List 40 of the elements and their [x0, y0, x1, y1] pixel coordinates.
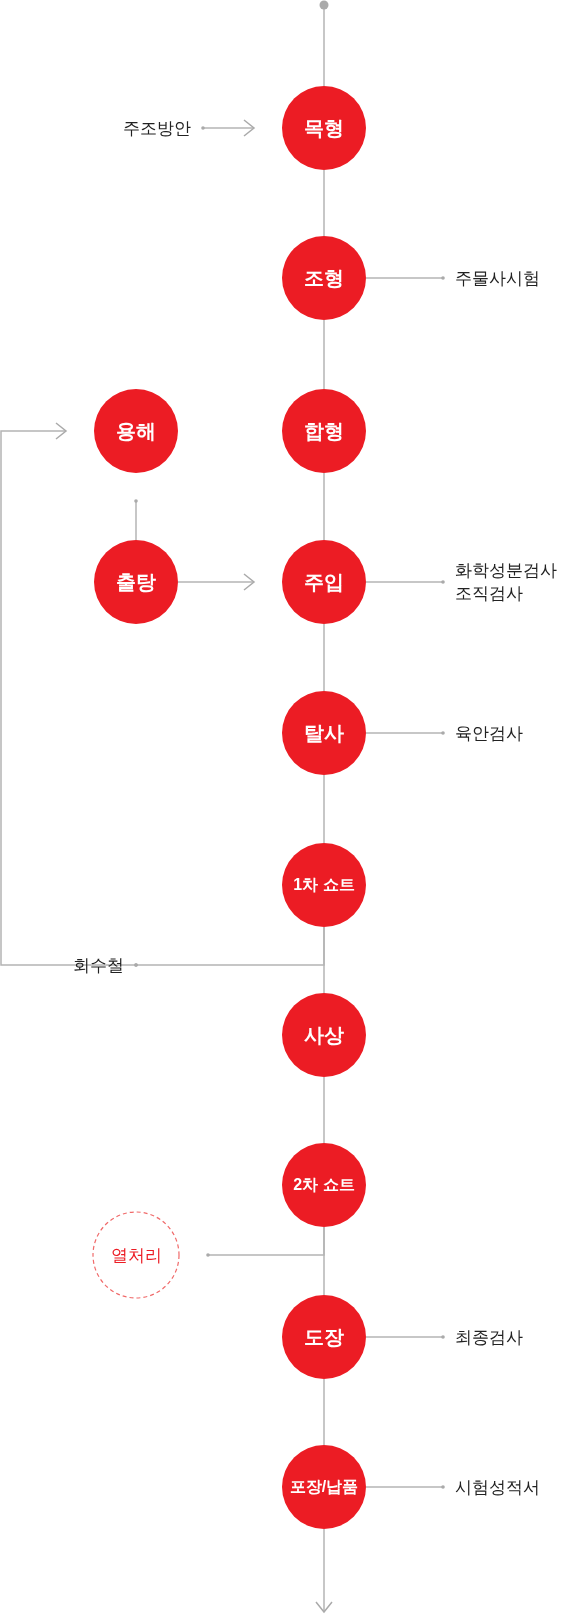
step-label: 합형	[304, 418, 344, 444]
step-label: 도장	[304, 1324, 344, 1350]
connector-line	[323, 472, 325, 541]
note-text: 최종검사	[455, 1326, 523, 1349]
connector-line	[134, 499, 138, 541]
arrow	[201, 119, 255, 137]
note-text: 회수철	[73, 954, 124, 977]
note-text: 화학성분검사	[455, 560, 557, 582]
connector-line	[365, 731, 445, 735]
step-label: 조형	[304, 265, 344, 291]
arrow	[0, 422, 138, 967]
step-label: 주입	[304, 569, 344, 595]
connector-line	[323, 1378, 325, 1446]
connector-line	[206, 1226, 325, 1257]
step-label: 용해	[116, 418, 156, 444]
note-text: 주조방안	[123, 117, 191, 140]
arrow	[315, 1528, 333, 1613]
connector-line	[319, 0, 329, 87]
step-label: 사상	[304, 1022, 344, 1048]
step-label: 출탕	[116, 569, 156, 595]
connector-line	[323, 1076, 325, 1144]
note-text: 시험성적서	[455, 1476, 540, 1499]
step-label: 2차 쇼트	[293, 1174, 355, 1195]
connector-line	[365, 580, 445, 584]
connector-line	[323, 774, 325, 844]
step-label: 열처리	[110, 1244, 162, 1267]
step-label: 포장/납품	[289, 1476, 359, 1497]
connector-line	[323, 319, 325, 390]
note-text: 주물사시험	[455, 267, 540, 290]
connector-line	[323, 623, 325, 692]
step-label: 1차 쇼트	[293, 874, 355, 895]
connector-line	[365, 276, 445, 280]
note-text: 육안검사	[455, 722, 523, 745]
note-text: 조직검사	[455, 583, 524, 605]
arrow	[177, 573, 255, 591]
connector-line	[365, 1485, 445, 1489]
connector-line	[365, 1335, 445, 1339]
step-label: 탈사	[304, 720, 344, 746]
connector-line	[323, 169, 325, 237]
step-label: 목형	[304, 115, 344, 141]
